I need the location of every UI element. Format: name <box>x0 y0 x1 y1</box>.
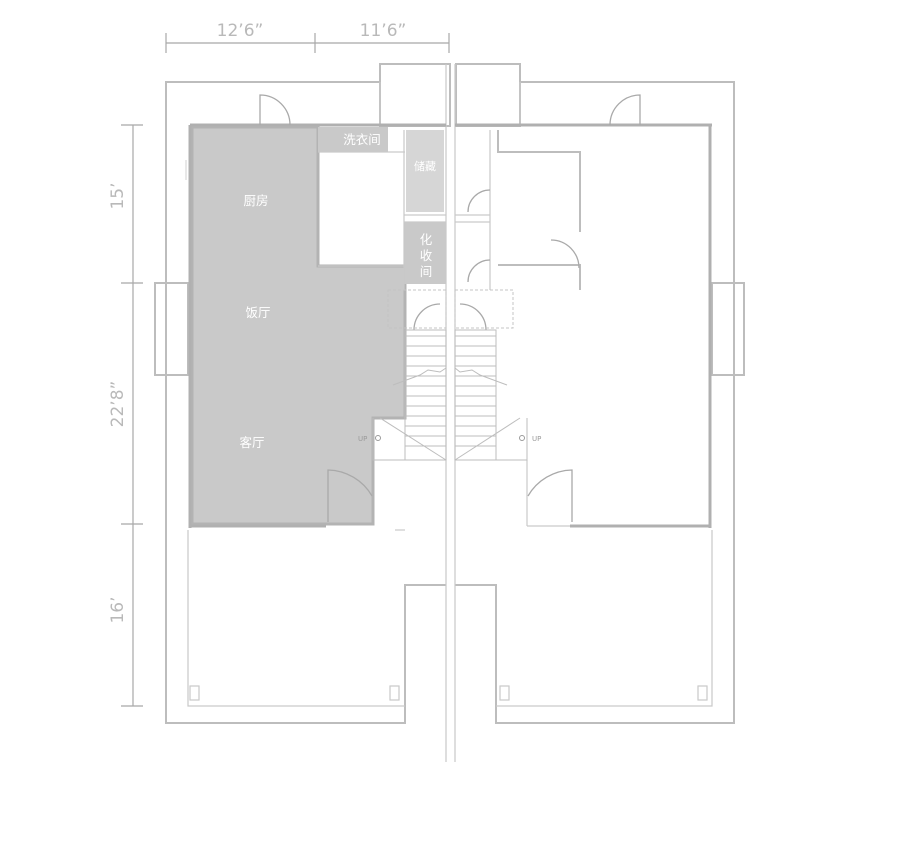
room-label-dining: 饭厅 <box>245 305 270 320</box>
stair-up-label-left: UP <box>358 435 367 443</box>
room-label-powder-3: 间 <box>420 264 433 279</box>
dimension-side-middle: 22’8” <box>108 381 128 428</box>
dimension-lines <box>121 33 450 707</box>
powder-room-area <box>404 222 446 284</box>
dimension-side-upper: 15’ <box>108 182 128 209</box>
left-interior-walls <box>185 123 446 528</box>
laundry-area <box>318 127 388 152</box>
doors <box>259 94 641 522</box>
stair-up-label-right: UP <box>532 435 541 443</box>
living-dining-kitchen-area <box>190 125 407 526</box>
dimension-top-right: 11’6” <box>360 21 407 41</box>
dimension-top-left: 12’6” <box>217 21 264 41</box>
dimension-side-lower: 16’ <box>108 596 128 623</box>
room-label-store: 储藏 <box>414 159 436 173</box>
right-interior-walls <box>455 123 712 528</box>
room-label-laundry: 洗衣间 <box>343 132 381 147</box>
room-label-kitchen: 厨房 <box>243 193 268 208</box>
stair-voids <box>387 289 514 329</box>
stair-up-marker-left <box>375 435 381 441</box>
room-label-powder-1: 化 <box>420 232 433 247</box>
staircases <box>372 329 528 461</box>
store-area <box>406 130 444 212</box>
stair-up-marker-right <box>519 435 525 441</box>
room-label-powder-2: 收 <box>420 248 433 263</box>
room-label-living: 客厅 <box>239 435 264 450</box>
